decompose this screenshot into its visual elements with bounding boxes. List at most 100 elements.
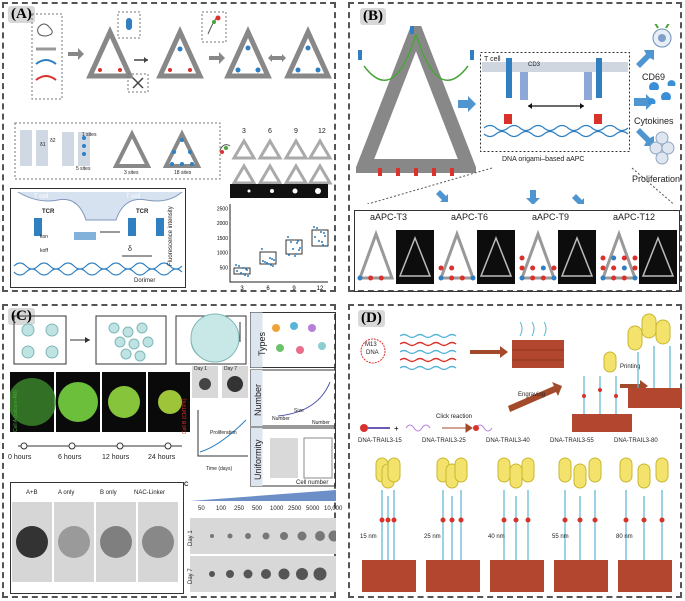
d-construct-diagram [490, 457, 544, 592]
tcell-label-2: T cell [126, 194, 141, 200]
chart-point [270, 264, 272, 266]
d-construct-label: DNA-TRAIL3-25 [422, 438, 466, 444]
panel-b-arrow-1 [458, 96, 476, 112]
chart-axes [229, 204, 328, 283]
chart-point [294, 255, 296, 257]
chart-point [292, 248, 294, 250]
chart-point [261, 248, 263, 250]
d-construct-label: DNA-TRAIL3-15 [358, 438, 402, 444]
svg-text:+: + [394, 424, 399, 433]
chart-point [240, 272, 242, 274]
d-dna-label: DNA [366, 350, 379, 356]
panel-b-connectors [366, 167, 675, 204]
d-distance-label: 25 nm [424, 534, 441, 540]
scale-label-2: δ2 [50, 138, 56, 144]
panel-b: (B) T cell CD3 DNA origami–based aAPC [348, 2, 682, 292]
aapc-variant-label: aAPC-T9 [532, 212, 570, 222]
panel-c-big-spheroid [190, 313, 240, 363]
chart-point [322, 244, 324, 246]
c-cell-number: 50 [198, 506, 205, 512]
chart-point [323, 232, 325, 234]
chart-xtick: 12 [317, 286, 324, 292]
c-time-6: 6 hours [58, 454, 82, 461]
aapc-variant-image [357, 229, 434, 284]
d-strands [400, 333, 457, 371]
b-output-proliferation: Proliferation [632, 174, 681, 184]
d-antibody-icon [603, 351, 617, 373]
chart-ytick: 1000 [217, 251, 228, 257]
c-day7-label: Day 7 [224, 366, 238, 372]
d-construct-label: DNA-TRAIL3-40 [486, 438, 530, 444]
c-side-number: Number [253, 383, 263, 416]
chart-ylabel: Fluorescence intensity [168, 206, 174, 266]
count-9: 9 [294, 128, 298, 135]
d-distance-label: 55 nm [552, 534, 569, 540]
chart-point [238, 265, 240, 267]
b-output-cd69: CD69 [642, 72, 666, 82]
panel-c-prolif-chart [197, 410, 248, 457]
d-construct-label: DNA-TRAIL3-55 [550, 438, 594, 444]
c-side-uniformity: Uniformity [253, 439, 263, 480]
c-cell-number: 100 [216, 506, 227, 512]
chart-point [316, 227, 318, 229]
chart-point [273, 259, 275, 261]
chart-point [287, 236, 289, 238]
c-time-axis: Time (days) [206, 466, 233, 472]
site-label-4: 18 sites [174, 170, 192, 176]
chart-point [325, 245, 327, 247]
c-axis-number: Number [272, 416, 290, 422]
panel-b-output-icons [647, 24, 676, 165]
aapc-variants-row [354, 210, 680, 292]
b-cd3-label: CD3 [528, 62, 541, 68]
c-cell-b-label: Cell B (CMTPX) [182, 398, 188, 434]
chart-ytick: 2500 [217, 206, 228, 212]
d-click-label: Click reaction [436, 414, 473, 420]
count-3: 3 [242, 128, 246, 135]
panel-a-triangle-grid [219, 138, 333, 185]
panel-a-label: (A) [8, 6, 35, 23]
d-construct-diagram [426, 457, 480, 592]
aapc-variant-image [519, 229, 596, 284]
chart-point [297, 240, 299, 242]
koff-label: koff [40, 248, 48, 254]
chart-point [268, 263, 270, 265]
c-axis-size: Size [294, 408, 304, 414]
count-12: 12 [318, 128, 326, 135]
aapc-variant-label: aAPC-T12 [613, 212, 656, 222]
b-tcell-label: T cell [484, 56, 501, 63]
d-distance-label: 80 nm [616, 534, 633, 540]
panel-a-assembly-diagram [31, 11, 332, 100]
delta-label: δ [128, 246, 132, 253]
panel-b-synapse [480, 52, 630, 152]
panel-c-day-images [192, 366, 248, 398]
c-cell-number-gradient [190, 490, 336, 501]
c-row-day1: Day 1 [188, 530, 194, 546]
panel-b-origami [356, 26, 476, 176]
d-distance-label: 40 nm [488, 534, 505, 540]
chart-point [264, 261, 266, 263]
c-cond-a: A only [58, 490, 75, 496]
tcr-label-1: TCR [42, 209, 55, 215]
chart-point [295, 253, 297, 255]
chart-point [290, 241, 292, 243]
kon-label: kon [40, 234, 49, 240]
chart-point [269, 257, 271, 259]
chart-point [245, 268, 247, 270]
aapc-variant-label: aAPC-T6 [451, 212, 489, 222]
c-time-24: 24 hours [148, 454, 176, 461]
chart-point [242, 267, 244, 269]
c-cell-number: 1000 [270, 506, 284, 512]
b-output-cytokines: Cytokines [634, 116, 674, 126]
c-sub-c: C [184, 482, 189, 488]
chart-point [235, 264, 237, 266]
chart-ytick: 2000 [217, 221, 228, 227]
c-row-day7: Day 7 [188, 568, 194, 584]
chart-point [314, 236, 316, 238]
panel-a: (A) δ1 [2, 2, 336, 292]
site-label-1: 1 sites [82, 132, 97, 138]
d-arrow-2 [508, 382, 562, 412]
d-m13-label: M13 [365, 342, 377, 348]
chart-point [296, 242, 298, 244]
c-conditions-box [10, 482, 184, 594]
